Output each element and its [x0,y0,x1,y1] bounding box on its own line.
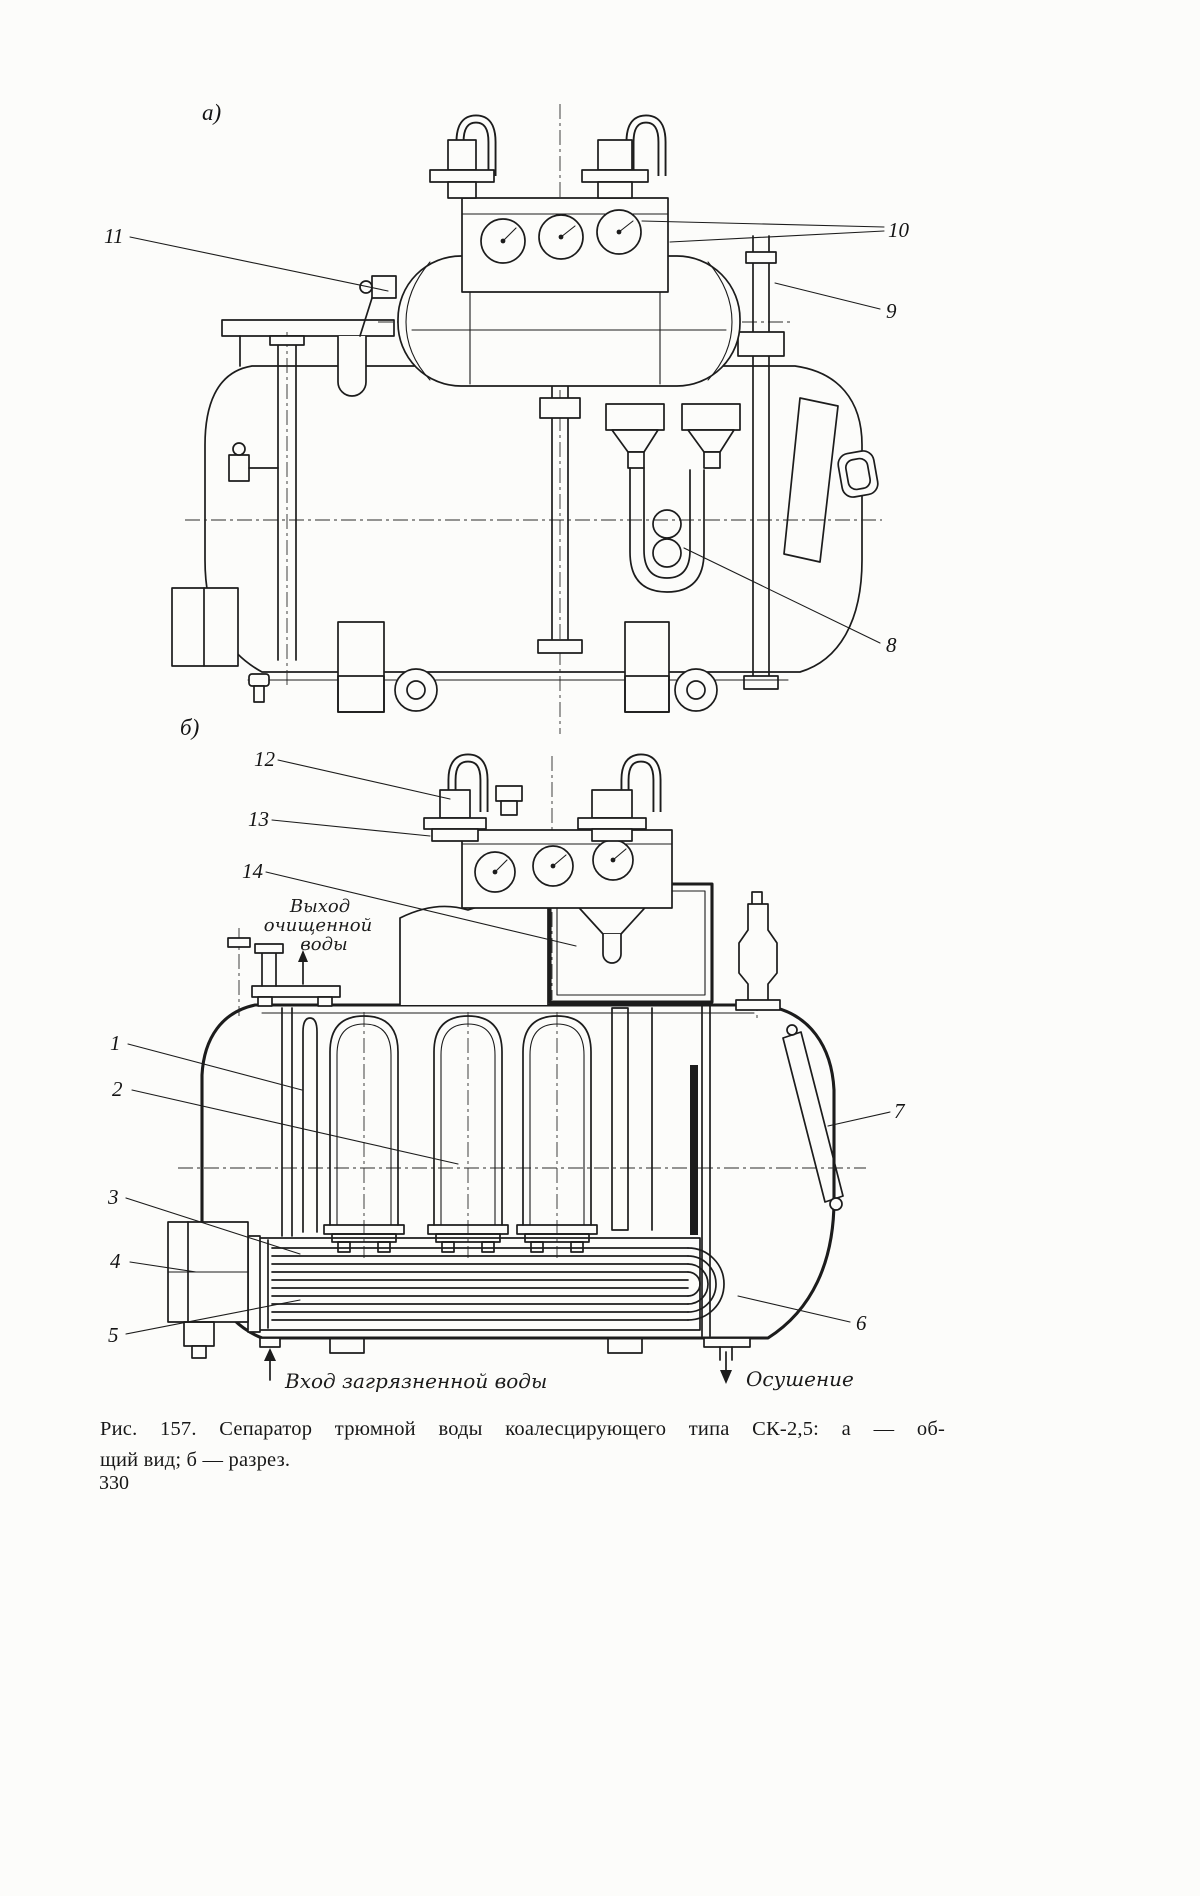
small-foot [248,673,270,687]
annotations-b: Выход очищенной воды Вход загрязненной в… [264,896,854,1393]
callout-10: 10 [888,218,910,242]
figure-b-label: б) [180,715,199,740]
side-shelf-bracket [221,319,395,397]
callout-13: 13 [248,807,269,831]
support-leg [624,621,670,713]
section-tank-outline [200,1003,836,1340]
right-standpipe [737,235,785,690]
figure-a-drawing: а) [104,100,910,734]
small-valve [228,454,250,482]
drain-label: Осушение [746,1367,854,1391]
page-number: 330 [99,1472,129,1494]
funnel-valve-right [681,403,741,469]
callout-9: 9 [886,299,897,323]
pressure-gauge [532,845,574,887]
support-leg [337,621,385,713]
mounting-plate [783,397,879,563]
left-equipment-box [171,587,239,667]
callouts-a: 11 10 9 8 [104,218,910,657]
callout-8: 8 [886,633,897,657]
pressure-gauge [538,214,584,260]
top-fittings-a [429,139,649,199]
clean-water-outlet [227,937,341,1007]
level-probe [735,891,781,1011]
gauge-block [461,197,669,293]
roller [674,668,718,712]
inclined-sight-strip [782,1024,844,1211]
callout-6: 6 [856,1311,867,1335]
callout-12: 12 [254,747,276,771]
callout-2: 2 [112,1077,123,1101]
top-fittings-b [423,785,647,842]
left-internals [281,1007,318,1237]
roller [394,668,438,712]
inlet-nozzle [259,1337,281,1381]
callout-4: 4 [110,1249,121,1273]
pressure-gauge [596,209,642,255]
callout-7: 7 [894,1099,906,1123]
pressure-gauge [480,218,526,264]
baffle-bar [690,1065,698,1235]
lifting-handles-b [447,753,662,812]
supports-b [259,1337,751,1384]
side-handle [837,450,879,498]
exchanger-head-box [167,1221,249,1359]
supports-a [247,621,789,713]
hanging-cup [337,336,367,397]
internal-piping-a [228,335,741,661]
outlet-label-line1: Выход [289,896,350,917]
callout-5: 5 [108,1323,119,1347]
figure-a-label: а) [202,100,221,125]
drain-nozzle [703,1337,751,1384]
upper-chamber-left [399,898,549,1005]
separator-tank-outline [204,365,863,673]
inlet-label: Вход загрязненной воды [284,1369,547,1393]
callout-1: 1 [110,1031,121,1055]
caption-line-2: щий вид; б — разрез. [100,1449,291,1471]
lifting-handles-a [455,114,667,176]
pressure-gauge [474,851,516,893]
gauge-block-b [461,829,673,909]
outlet-label-line2: очищенной [264,915,372,936]
callouts-b: 12 13 14 1 2 7 3 4 5 6 [107,747,906,1347]
caption-line-1: Рис. 157. Сепаратор трюмной воды коалесц… [100,1418,945,1440]
funnel-valve-left [605,403,665,469]
figure-caption: Рис. 157. Сепаратор трюмной воды коалесц… [100,1414,945,1476]
pressure-gauge [592,839,634,881]
right-internals [611,1004,711,1337]
outlet-label-line3: воды [300,934,347,955]
heat-exchanger [247,1235,725,1333]
callout-3: 3 [107,1185,119,1209]
u-pipe-loop [629,467,705,593]
callout-11: 11 [104,224,123,248]
drum-side-valve [359,275,397,337]
filter-element [323,1015,405,1253]
callout-14: 14 [242,859,264,883]
figure-b-drawing: б) [107,715,906,1393]
